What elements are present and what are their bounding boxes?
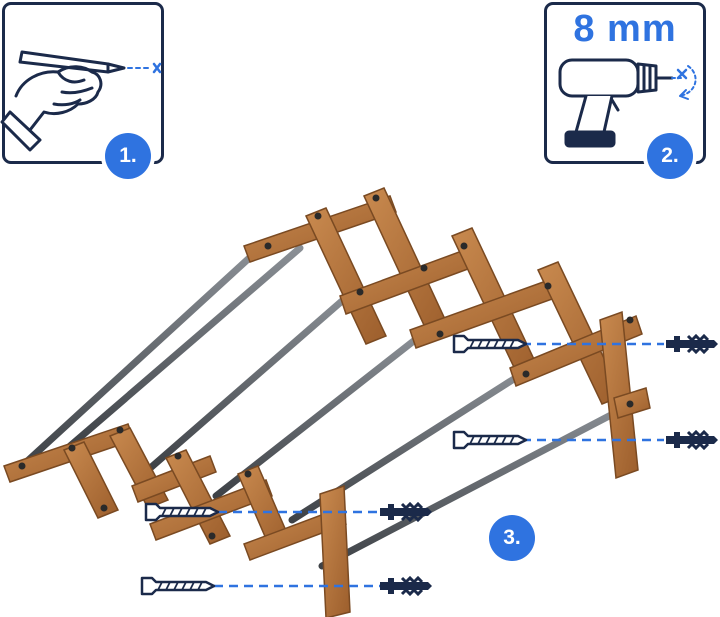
step-2-badge: 2. (647, 133, 693, 179)
step-1-badge: 1. (105, 133, 151, 179)
wall-plug-icon (380, 333, 718, 597)
frame-screws (18, 194, 634, 540)
alignment-lines (214, 342, 664, 588)
drill-size-label: 8 mm (573, 8, 677, 50)
wooden-frame (3, 187, 651, 617)
step-3-badge: 3. (489, 515, 535, 561)
drill-icon (558, 58, 697, 148)
hand-marking-pencil-icon (0, 50, 162, 152)
screw-icon (140, 334, 528, 596)
